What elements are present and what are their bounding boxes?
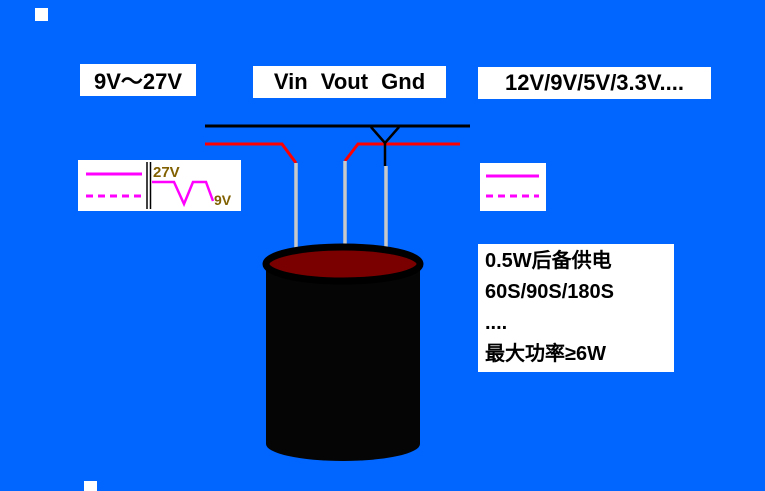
gnd-junction-wire (370, 126, 400, 145)
spec-line-ellipsis: .... (485, 312, 508, 334)
waveform-high-label: 27V (153, 164, 180, 181)
input-waveform-graphic: 27V 9V (86, 162, 232, 209)
corner-square-top-left (35, 8, 48, 21)
input-range-label: 9V～27V (80, 64, 196, 96)
output-waveform-box (480, 163, 546, 211)
spec-line-max-power: 最大功率≥6W (485, 343, 606, 365)
waveform-low-label: 9V (214, 192, 232, 208)
spec-line-backup-power: 0.5W后备供电 (485, 250, 612, 272)
voltage-waveform (152, 180, 215, 208)
capacitor-top (262, 243, 424, 285)
capacitor-body (266, 264, 420, 461)
spec-line-durations: 60S/90S/180S (485, 281, 614, 303)
spec-box: 0.5W后备供电 60S/90S/180S .... 最大功率≥6W (478, 244, 674, 372)
output-waveform-graphic (486, 174, 539, 198)
vout-wire-red (343, 142, 460, 162)
pin-labels: Vin Vout Gnd (253, 66, 446, 98)
input-waveform-box: 27V 9V (78, 160, 241, 211)
corner-square-bottom-left (84, 481, 97, 491)
output-options-label: 12V/9V/5V/3.3V.... (478, 67, 711, 99)
